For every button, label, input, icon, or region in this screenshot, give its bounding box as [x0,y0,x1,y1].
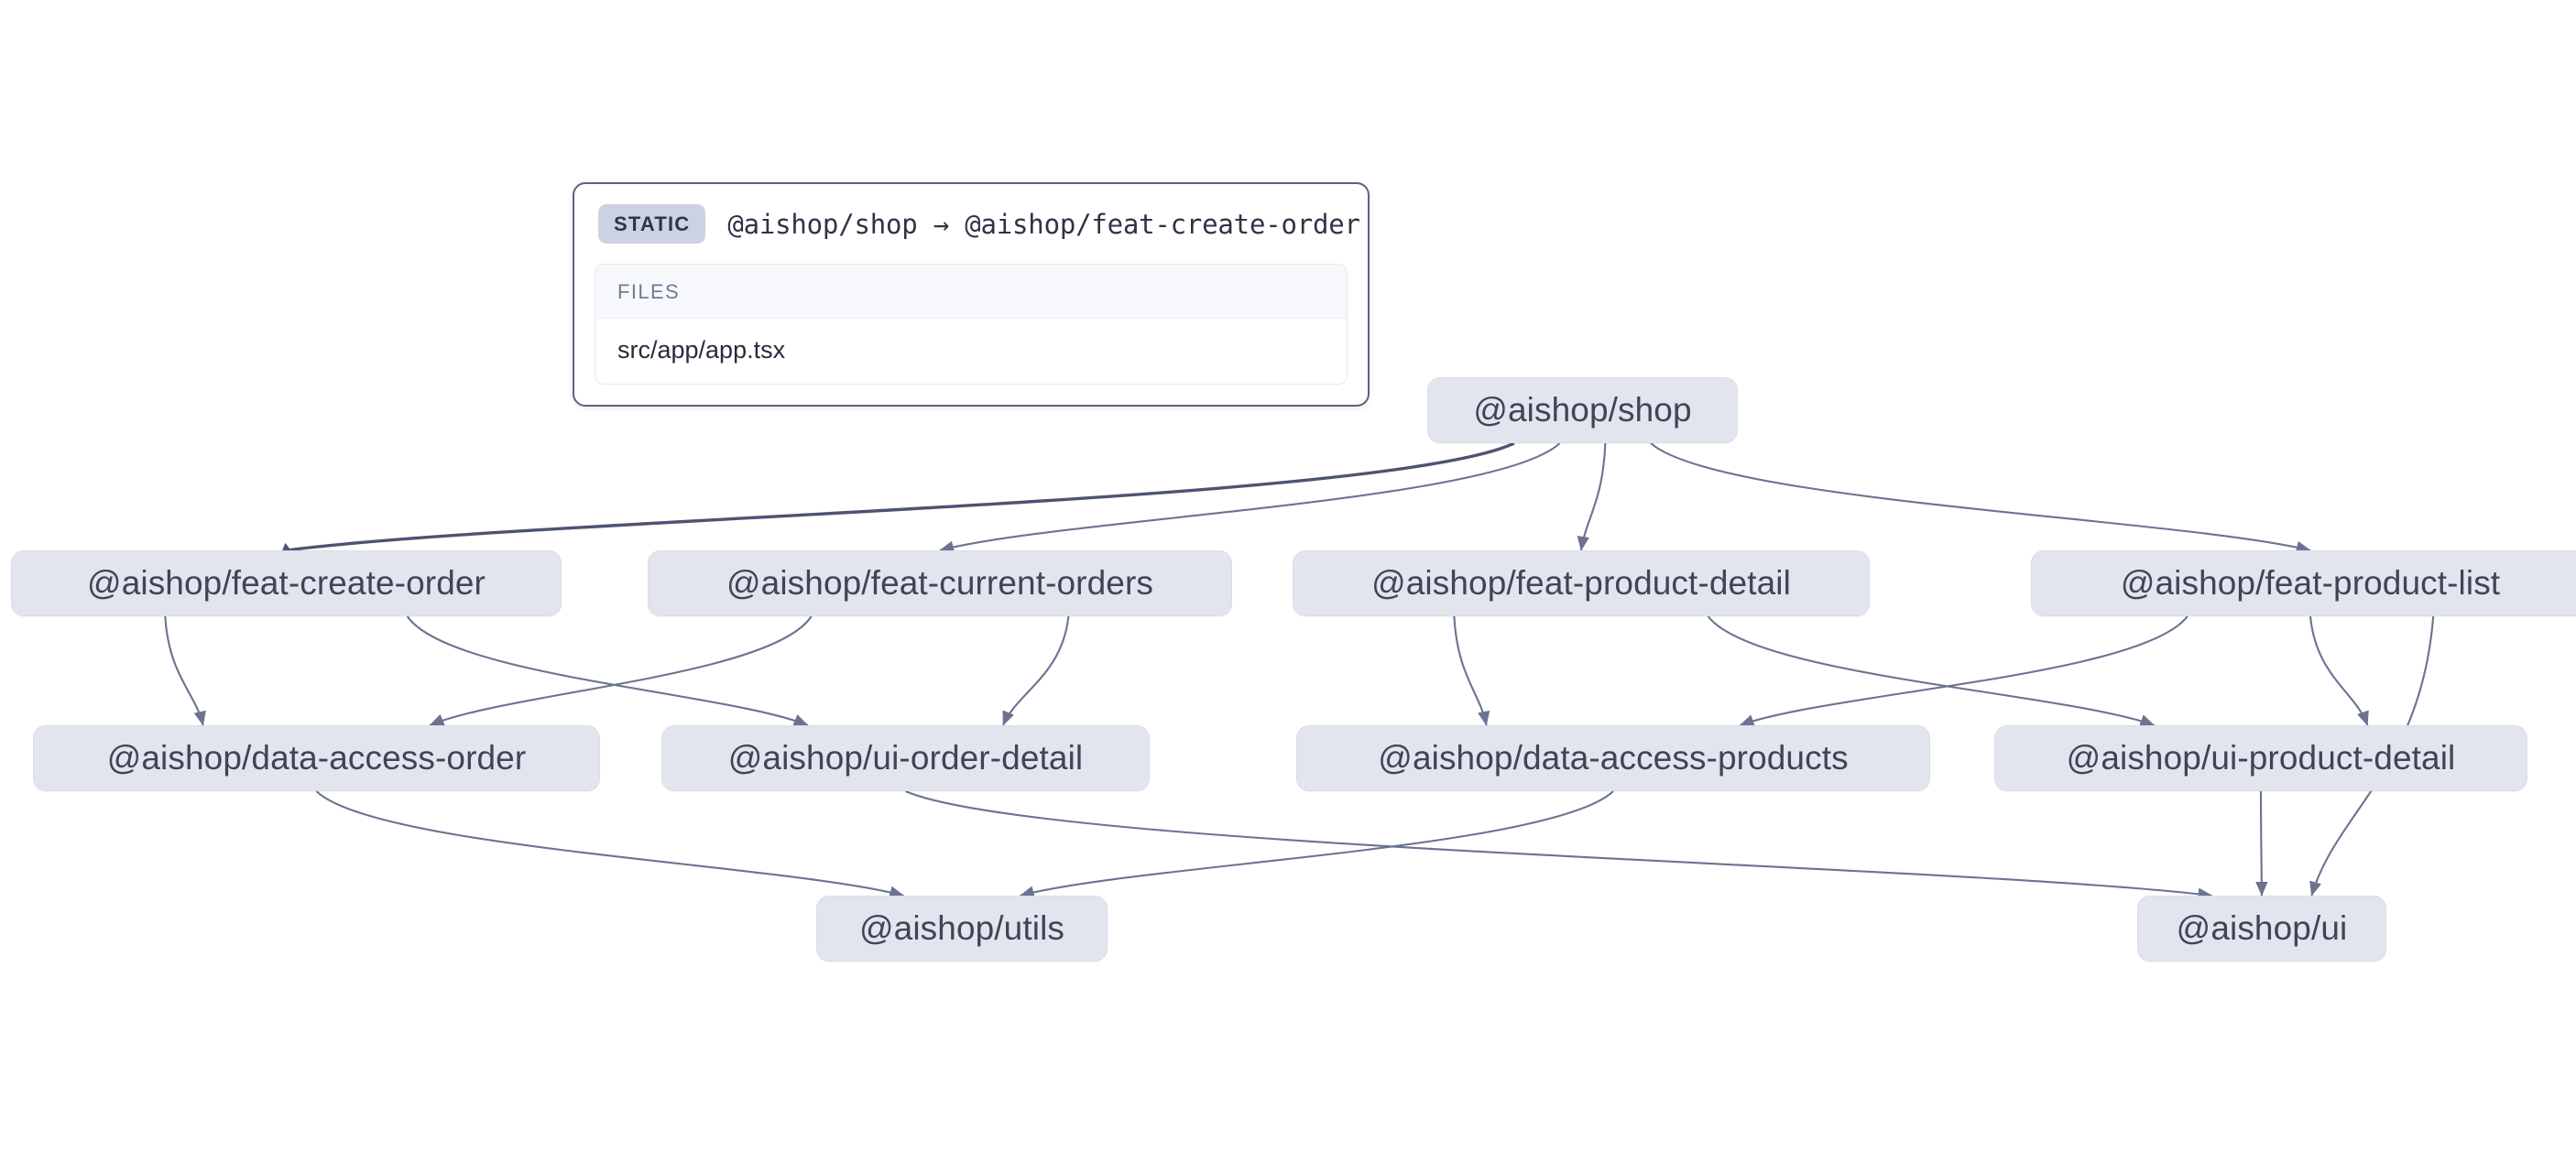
graph-edge-feat-plist-to-ui-pdetail[interactable] [2309,615,2369,726]
graph-node-ui-order-detail[interactable]: @aishop/ui-order-detail [661,725,1150,791]
graph-edge-feat-pdetail-to-da-products[interactable] [1453,615,1490,726]
graph-edge-feat-pdetail-to-ui-pdetail[interactable] [1707,615,2156,727]
tooltip-header: STATIC @aishop/shop → @aishop/feat-creat… [574,184,1368,260]
edge-details-tooltip[interactable]: STATIC @aishop/shop → @aishop/feat-creat… [573,182,1370,407]
graph-edge-feat-plist-to-da-products[interactable] [1739,615,2189,727]
graph-node-feat-pdetail[interactable]: @aishop/feat-product-detail [1293,550,1870,616]
graph-node-da-order[interactable]: @aishop/data-access-order [33,725,600,791]
graph-edge-da-products-to-utils[interactable] [1019,790,1614,898]
graph-node-da-products[interactable]: @aishop/data-access-products [1296,725,1930,791]
graph-node-shop[interactable]: @aishop/shop [1427,377,1738,443]
graph-edge-ui-order-detail-to-ui[interactable] [905,790,2213,900]
files-panel: FILES src/app/app.tsx [595,264,1348,385]
graph-edge-da-order-to-utils[interactable] [315,790,905,898]
static-badge: STATIC [598,204,706,244]
graph-edge-feat-create-to-da-order[interactable] [164,615,206,726]
graph-edge-shop-to-feat-plist[interactable] [1650,442,2311,553]
graph-node-label: @aishop/feat-current-orders [726,564,1153,602]
graph-edge-ui-pdetail-to-ui[interactable] [2255,790,2268,897]
graph-edge-feat-create-to-ui-order-detail[interactable] [406,615,809,726]
files-list: src/app/app.tsx [595,319,1347,384]
tooltip-edge-title: @aishop/shop → @aishop/feat-create-order [727,208,1360,240]
file-row[interactable]: src/app/app.tsx [595,319,1347,384]
graph-node-label: @aishop/ui [2176,909,2348,947]
graph-edge-shop-to-feat-create[interactable] [278,441,1515,562]
graph-node-ui[interactable]: @aishop/ui [2137,896,2386,962]
graph-node-label: @aishop/data-access-order [106,739,527,777]
graph-edge-feat-current-to-ui-order-detail[interactable] [1002,615,1070,726]
graph-edge-shop-to-feat-current[interactable] [939,442,1561,553]
graph-edge-shop-to-feat-pdetail[interactable] [1577,442,1607,551]
graph-node-utils[interactable]: @aishop/utils [816,896,1108,962]
graph-node-label: @aishop/data-access-products [1378,739,1849,777]
graph-edge-feat-current-to-da-order[interactable] [429,615,813,726]
files-section-header: FILES [595,265,1347,319]
graph-node-label: @aishop/feat-product-list [2120,564,2501,602]
graph-node-ui-pdetail[interactable]: @aishop/ui-product-detail [1994,725,2527,791]
graph-node-label: @aishop/feat-product-detail [1371,564,1791,602]
graph-node-label: @aishop/ui-product-detail [2066,739,2456,777]
graph-node-feat-current[interactable]: @aishop/feat-current-orders [648,550,1232,616]
graph-node-label: @aishop/ui-order-detail [727,739,1084,777]
graph-node-label: @aishop/feat-create-order [87,564,486,602]
graph-node-feat-create[interactable]: @aishop/feat-create-order [11,550,562,616]
graph-node-label: @aishop/utils [859,909,1064,947]
graph-node-feat-plist[interactable]: @aishop/feat-product-list [2031,550,2576,616]
graph-node-label: @aishop/shop [1473,391,1692,429]
